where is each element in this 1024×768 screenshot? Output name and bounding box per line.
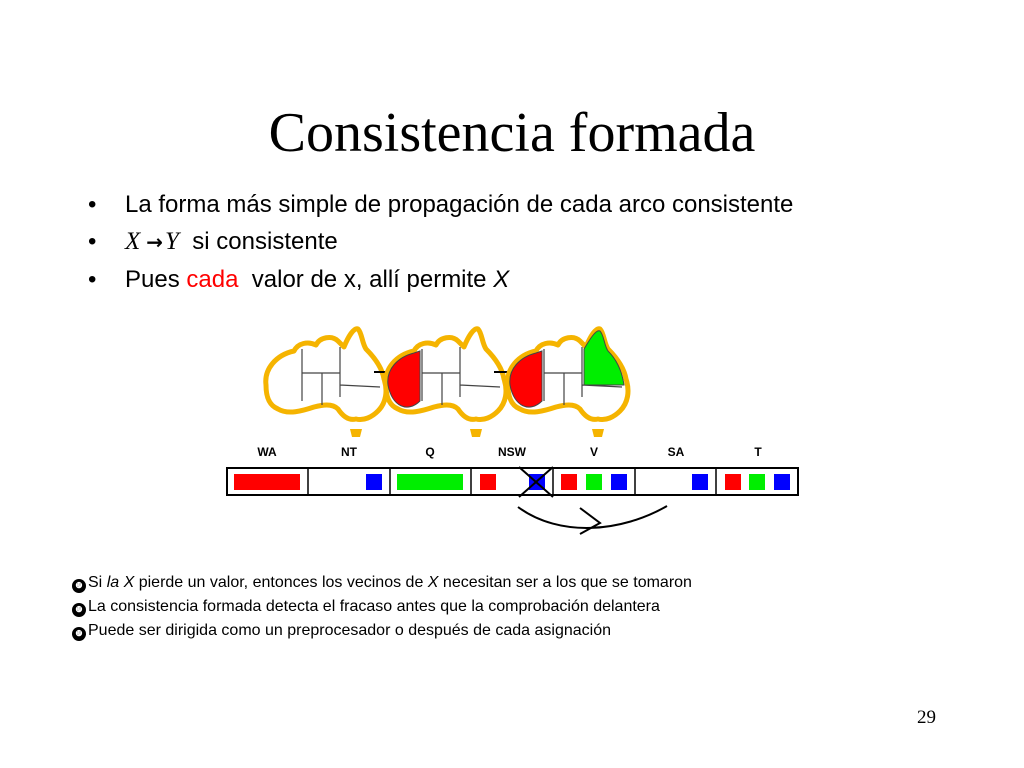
- domain-wa-red: [234, 474, 300, 490]
- var-label-v: V: [590, 445, 598, 459]
- note-text-italic: la X: [106, 574, 135, 591]
- domain-t-green: [749, 474, 765, 490]
- note-text: Si: [88, 574, 103, 591]
- arrow-right-icon: →: [146, 230, 164, 254]
- var-label-nsw: NSW: [498, 445, 527, 459]
- domain-v-green: [586, 474, 602, 490]
- arrow-head-icon: [579, 507, 602, 535]
- var-label-nt: NT: [341, 445, 358, 459]
- domain-v-red: [561, 474, 577, 490]
- highlight-word: cada: [186, 266, 239, 293]
- slide-title: Consistencia formada: [268, 102, 756, 164]
- note-text: La consistencia formada detecta el fraca…: [88, 598, 660, 615]
- var-label-q: Q: [425, 445, 434, 459]
- map-step-3: [508, 329, 628, 437]
- domain-t-red: [725, 474, 741, 490]
- bullet-item-3: Pues cada valor de x, allí permite X: [88, 261, 793, 298]
- page-number: 29: [917, 707, 936, 728]
- number-ten-icon: ❿: [72, 603, 86, 617]
- note-text: necesitan ser a los que se tomaron: [442, 574, 692, 591]
- var-label-sa: SA: [668, 445, 685, 459]
- domain-nsw-red: [480, 474, 496, 490]
- bullet-text: si consistente: [192, 228, 338, 255]
- number-ten-icon: ❿: [72, 627, 86, 641]
- note-text-italic: X: [427, 574, 439, 591]
- domain-v-blue: [611, 474, 627, 490]
- var-label-t: T: [754, 445, 762, 459]
- domain-nt-blue: [366, 474, 382, 490]
- note-text: pierde un valor, entonces los vecinos de: [138, 574, 424, 591]
- bullet-item-2: X→Y si consistente: [88, 223, 793, 261]
- domain-t-blue: [774, 474, 790, 490]
- bullet-item-1: La forma más simple de propagación de ca…: [88, 186, 793, 223]
- cross-mark-icon: [518, 466, 554, 498]
- domain-q-green: [397, 474, 463, 490]
- bullet-list: La forma más simple de propagación de ca…: [88, 186, 793, 298]
- bullet-text: La forma más simple de propagación de ca…: [125, 191, 794, 218]
- variable-x: X: [493, 266, 510, 293]
- variable-x: X: [125, 228, 141, 255]
- number-ten-icon: ❿: [72, 579, 86, 593]
- bullet-text: valor de x, allí permite: [251, 266, 487, 293]
- map-step-2: [386, 329, 506, 437]
- note-text: Puede ser dirigida como un preprocesador…: [88, 622, 612, 639]
- domain-table: [226, 466, 799, 498]
- var-label-wa: WA: [257, 445, 277, 459]
- map-step-1: [266, 329, 386, 437]
- variable-y: Y: [165, 228, 179, 255]
- domain-sa-blue: [692, 474, 708, 490]
- bullet-text: Pues: [125, 266, 180, 293]
